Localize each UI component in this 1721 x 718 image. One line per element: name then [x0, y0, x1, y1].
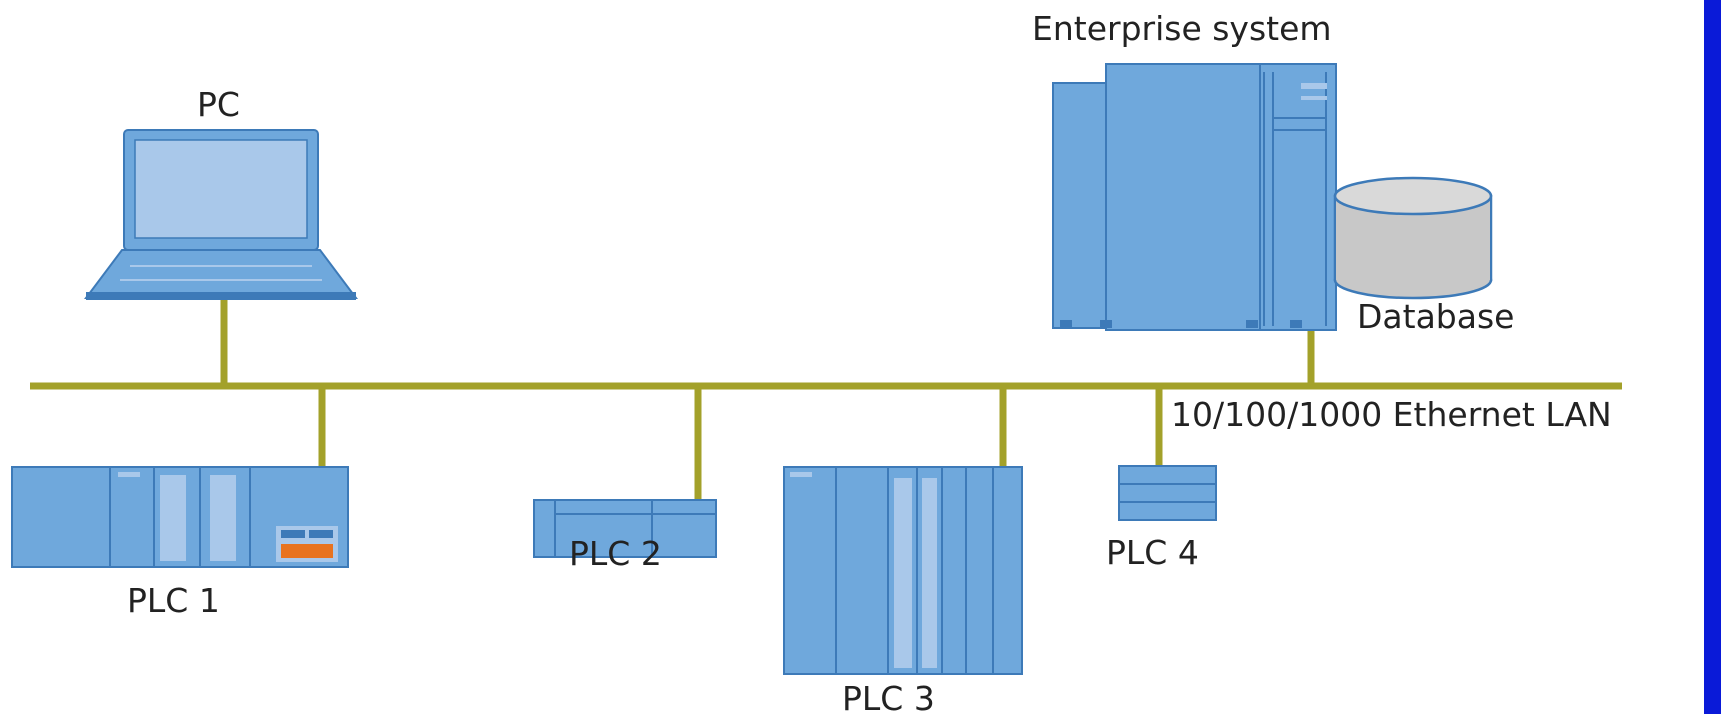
database-icon	[1333, 176, 1493, 300]
pc-laptop-icon	[84, 129, 358, 300]
plc4-label: PLC 4	[1106, 533, 1199, 572]
plc1-icon	[11, 466, 349, 568]
ethernet-cables	[30, 300, 1622, 500]
plc2-label: PLC 2	[569, 534, 662, 573]
database-label: Database	[1357, 297, 1515, 336]
right-edge-bar	[1704, 0, 1721, 714]
plc4-icon	[1118, 465, 1217, 521]
enterprise-system-label: Enterprise system	[1032, 9, 1332, 48]
network-label: 10/100/1000 Ethernet LAN	[1171, 395, 1612, 434]
plc3-icon	[783, 466, 1023, 675]
plc2-icon	[533, 499, 717, 558]
enterprise-server-icon	[1052, 63, 1337, 331]
plc3-label: PLC 3	[842, 679, 935, 718]
pc-label: PC	[197, 85, 240, 124]
plc1-label: PLC 1	[127, 581, 220, 620]
